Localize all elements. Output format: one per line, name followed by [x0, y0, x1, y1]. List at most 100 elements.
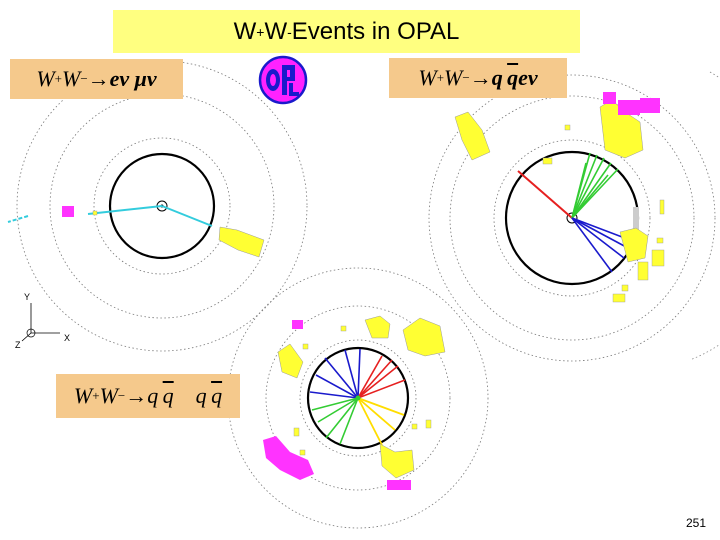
label-decay: eν [518, 65, 538, 90]
blue-track [571, 217, 631, 241]
cyan-track-left [87, 205, 163, 215]
red-track [357, 379, 406, 399]
label-w: W [61, 66, 81, 91]
label-qq-qq: W+W− → q q q q [56, 374, 240, 418]
green-track [317, 397, 359, 423]
label-quark: q [491, 65, 503, 90]
label-antiquark: q [507, 65, 519, 90]
yellow-calorimeter-cluster [619, 227, 649, 263]
magenta-muon-cluster [263, 436, 314, 480]
title-w-minus: W [264, 17, 288, 45]
yellow-small-hit [302, 343, 309, 350]
yellow-small-hit [637, 261, 649, 281]
yellow-small-hit [621, 284, 629, 292]
red-electron-track [517, 170, 573, 219]
green-track [571, 157, 605, 219]
blue-track [309, 391, 359, 399]
y-axis-label: Y [24, 292, 30, 302]
yellow-track [357, 397, 405, 416]
magenta-muon-hit [387, 480, 411, 490]
blue-track [571, 217, 625, 259]
axis-symbol: Y X Z [15, 292, 70, 350]
label-w: W [36, 66, 55, 91]
label-quark: q [147, 383, 159, 408]
magenta-muon-hit [640, 98, 660, 113]
green-track [571, 162, 612, 219]
cyan-track-right [161, 205, 213, 227]
event-display-qq-ev [428, 71, 720, 362]
label-w: W [99, 383, 118, 408]
blue-track [344, 349, 359, 399]
outer-arc-right [689, 71, 720, 361]
yellow-small-hit [293, 427, 300, 437]
jet-chamber-ring [108, 152, 216, 260]
label-arrow: → [125, 383, 148, 408]
yellow-small-hit [651, 249, 665, 267]
green-track [339, 397, 359, 445]
middle-detector-ring [449, 95, 695, 341]
label-antiquark: q [211, 383, 223, 408]
inner-dashed-ring [93, 137, 231, 275]
yellow-track [357, 397, 383, 446]
label-w: W [418, 65, 437, 90]
label-sup: − [80, 71, 88, 86]
yellow-small-hit [612, 293, 626, 303]
inner-dashed-ring [299, 339, 417, 457]
yellow-small-hit [411, 423, 418, 430]
green-track [311, 397, 359, 411]
event-display-ev-muv [7, 60, 308, 352]
origin-circle [26, 328, 36, 338]
vertex-dot [355, 395, 361, 401]
yellow-small-hit [659, 199, 665, 215]
yellow-calorimeter-cluster [218, 226, 265, 258]
blue-track [324, 357, 359, 399]
label-w: W [444, 65, 463, 90]
inner-dashed-ring [493, 139, 651, 297]
magenta-muon-hit [292, 320, 303, 329]
yellow-calorimeter-cluster [454, 111, 491, 161]
yellow-small-hit [425, 419, 432, 429]
green-track [571, 174, 609, 219]
jet-chamber-ring [306, 346, 410, 450]
red-track [357, 365, 399, 399]
green-track [571, 154, 598, 219]
label-sup: + [92, 388, 100, 403]
yellow-calorimeter-cluster [379, 443, 415, 479]
blue-track [357, 348, 361, 399]
label-ev-muv: W+W− → eν μν [10, 59, 183, 99]
z-axis-line [21, 332, 32, 342]
label-arrow: → [469, 65, 492, 90]
label-antiquark: q [162, 383, 174, 408]
outer-detector-ring [16, 60, 308, 352]
green-track [325, 397, 359, 439]
vertex-circle [566, 212, 578, 224]
label-sup: − [117, 388, 126, 403]
page-number: 251 [686, 516, 707, 530]
slide-title: W+W- Events in OPAL [113, 10, 580, 53]
opal-logo-icon [258, 55, 308, 105]
event-display-qq-qq [227, 267, 489, 529]
label-quark: q [195, 383, 207, 408]
yellow-calorimeter-cluster [277, 343, 304, 379]
title-w-plus: W [233, 17, 257, 45]
label-arrow: → [87, 66, 110, 91]
magenta-muon-hit [603, 92, 616, 104]
magenta-muon-hit [62, 206, 74, 217]
yellow-small-hit [340, 325, 347, 332]
red-track [357, 355, 383, 399]
outer-detector-ring [428, 74, 716, 362]
title-sup-minus: - [287, 23, 292, 40]
title-sup-plus: + [256, 23, 265, 40]
yellow-small-hit [564, 124, 571, 131]
red-track [357, 359, 393, 399]
title-suffix: Events in OPAL [291, 17, 460, 45]
label-decay: eν μν [109, 66, 157, 91]
magenta-muon-hit [618, 100, 640, 115]
middle-detector-ring [49, 93, 275, 319]
yellow-calorimeter-cluster [402, 317, 446, 357]
label-qq-ev: W+W− → q q eν [389, 58, 567, 98]
yellow-track [357, 397, 396, 431]
label-w: W [73, 383, 93, 408]
yellow-small-hit [299, 449, 306, 456]
